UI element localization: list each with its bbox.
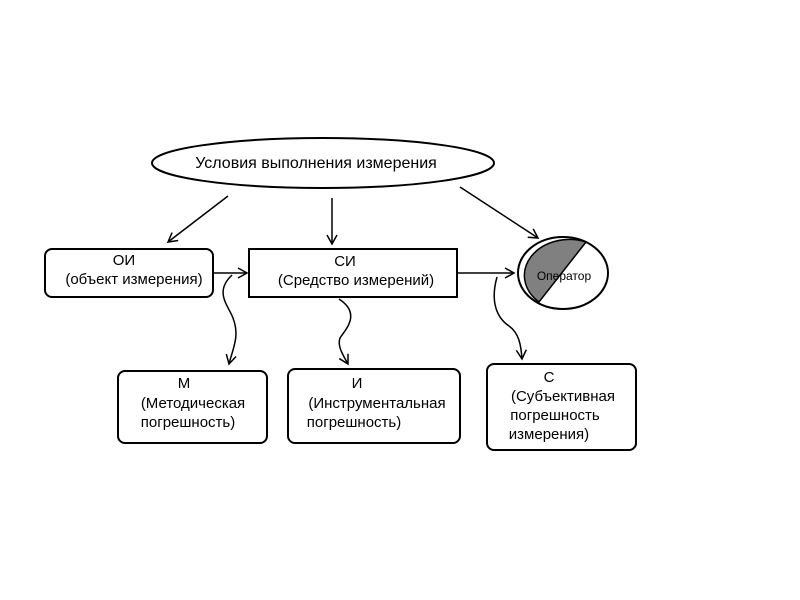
arrow-conditions-to-object [166,195,229,243]
instrument-error-node: И (Инструментальная погрешность) [287,368,461,444]
instrument-error-line-2: погрешность) [307,414,401,431]
conditions-ellipse [151,137,495,189]
subjective-error-line-1: (Субъективная [511,388,615,405]
subjective-error-line-2: погрешность [510,407,600,424]
method-error-letter: М [178,375,191,392]
method-error-line-1: (Методическая [141,395,245,412]
method-error-box [117,370,268,444]
instrument-title: СИ [334,253,356,270]
instrument-error-line-1: (Инструментальная [308,395,445,412]
subjective-error-node: С (Субъективная погрешность измерения) [486,363,637,451]
subjective-error-letter: С [544,369,555,386]
subjective-error-line-3: измерения) [509,426,589,443]
operator-label: Оператор [537,269,592,283]
instrument-subtitle: (Средство измерений) [278,272,434,289]
instrument-error-box [287,368,461,444]
operator-node: Оператор [517,236,609,310]
operator-shaded-half [523,238,588,304]
arrow-to-method-error [222,274,237,366]
subjective-error-box [486,363,637,451]
conditions-label: Условия выполнения измерения [195,155,437,172]
instrument-error-letter: И [352,375,363,392]
arrow-conditions-to-operator [459,186,540,239]
object-node: ОИ (объект измерения) [44,248,214,298]
arrow-to-instrument-error [338,298,352,366]
method-error-line-2: погрешность) [141,414,235,431]
object-box [44,248,214,298]
object-title: ОИ [113,252,135,269]
instrument-box [248,248,458,298]
arrow-to-subjective-error [493,276,528,361]
method-error-node: М (Методическая погрешность) [117,370,268,444]
object-subtitle: (объект измерения) [65,271,202,288]
instrument-node: СИ (Средство измерений) [248,248,458,298]
conditions-node: Условия выполнения измерения [151,137,495,189]
